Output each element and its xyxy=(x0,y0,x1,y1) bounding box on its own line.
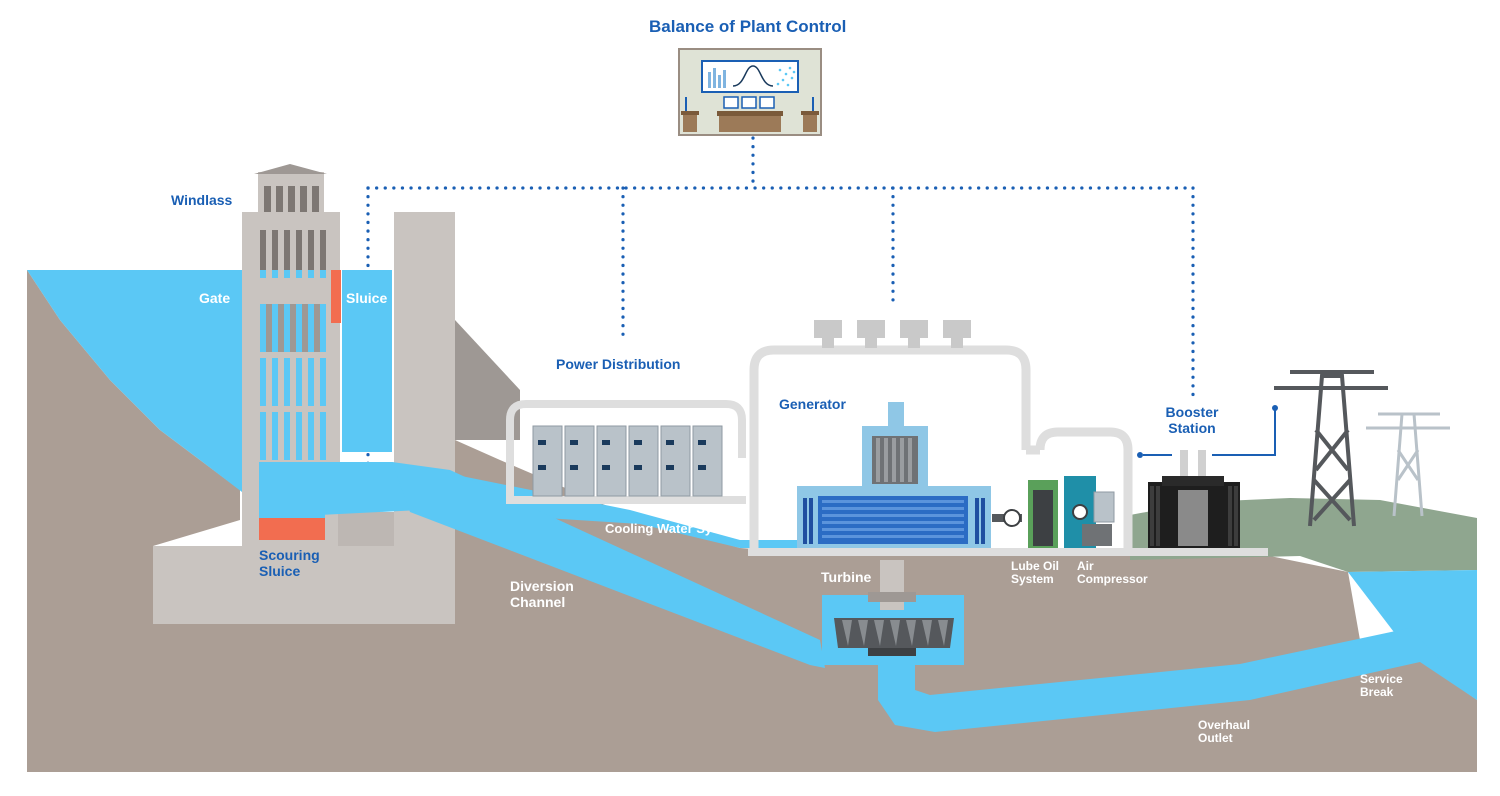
turbine-label: Turbine xyxy=(821,569,872,585)
switchgear-icon xyxy=(532,425,723,497)
bullet-icon: • xyxy=(935,432,940,446)
generator-icon xyxy=(797,402,991,548)
regulator-item: • Regulator xyxy=(935,432,1001,446)
cooling-water-system-label: Cooling Water System xyxy=(605,521,743,536)
excitation-item: • Excitation xyxy=(935,414,1002,428)
air-compressor-icon xyxy=(1064,476,1115,548)
booster-station-label-line1: Booster xyxy=(1165,404,1219,420)
turbine-runner-icon xyxy=(834,560,954,656)
generator-control-item: • Generator Control xyxy=(935,366,1002,392)
air-compressor-label-line2: Compressor xyxy=(1077,572,1148,586)
page-title: Balance of Plant Control xyxy=(649,17,847,36)
diversion-channel xyxy=(259,462,1477,732)
governor-line1: Governor xyxy=(944,396,999,410)
air-compressor-label-line1: Air xyxy=(1077,559,1094,573)
sluice-label: Sluice xyxy=(346,290,388,306)
generator-house xyxy=(748,320,1268,556)
relay-protection-line2: Protection xyxy=(944,462,1004,476)
service-break-label-line2: Break xyxy=(1360,685,1394,699)
diversion-channel-label-line2: Channel xyxy=(510,594,566,610)
excitation-line1: Excitation xyxy=(944,414,1002,428)
lube-oil-label-line2: System xyxy=(1011,572,1054,586)
bullet-icon: • xyxy=(935,450,940,464)
bullet-icon: • xyxy=(935,366,940,380)
gate-label: Gate xyxy=(199,290,231,306)
transmission-tower-small-icon xyxy=(1366,412,1450,517)
generator-control-line1: Generator xyxy=(944,366,1002,380)
transformer-icon xyxy=(1137,405,1278,548)
power-distribution-label: Power Distribution xyxy=(556,356,681,372)
bullet-icon: • xyxy=(935,414,940,428)
windlass-label: Windlass xyxy=(171,192,233,208)
diversion-channel-label-line1: Diversion xyxy=(510,578,574,594)
bullet-icon: • xyxy=(935,396,940,410)
lube-oil-label-line1: Lube Oil xyxy=(1011,559,1059,573)
regulator-line1: Regulator xyxy=(944,432,1001,446)
power-distribution-house xyxy=(506,400,746,504)
booster-station-label-line2: Station xyxy=(1168,420,1216,436)
generator-label: Generator xyxy=(779,396,846,412)
control-room-icon xyxy=(678,48,822,136)
relay-protection-line1: Relay xyxy=(944,450,977,464)
relay-protection-item: • Relay Protection xyxy=(935,450,1004,476)
generator-control-line2: Control xyxy=(944,378,987,392)
service-break-label-line1: Service xyxy=(1360,672,1403,686)
overhaul-outlet-label-line2: Outlet xyxy=(1198,731,1233,745)
scouring-sluice-label-line2: Sluice xyxy=(259,563,301,579)
transmission-tower-icon xyxy=(1274,370,1388,527)
scouring-sluice-label-line1: Scouring xyxy=(259,547,320,563)
lube-oil-system-icon xyxy=(992,480,1058,548)
governor-item: • Governor xyxy=(935,396,999,410)
overhaul-outlet-label-line1: Overhaul xyxy=(1198,718,1251,732)
